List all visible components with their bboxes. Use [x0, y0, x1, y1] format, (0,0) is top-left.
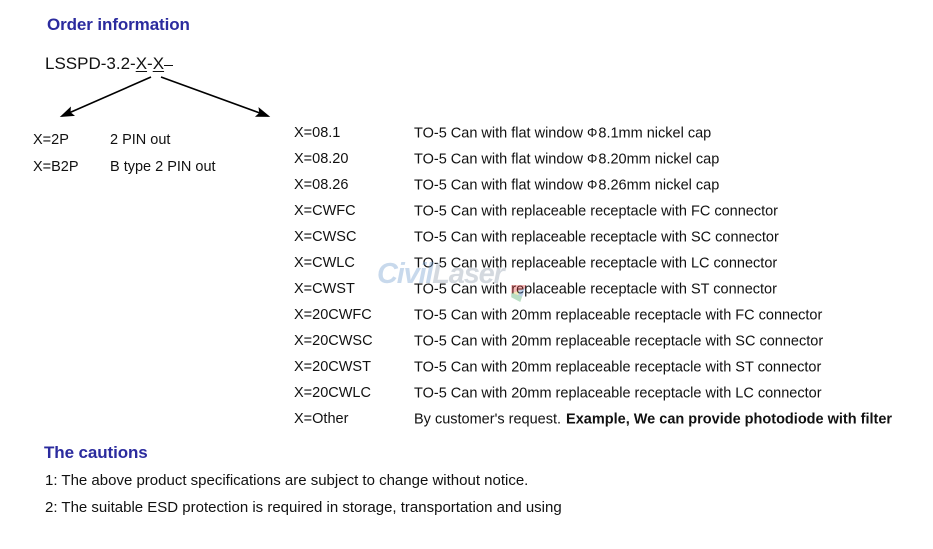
- option-description: TO-5 Can with 20mm replaceable receptacl…: [414, 385, 822, 402]
- option-description: TO-5 Can with 20mm replaceable receptacl…: [414, 333, 824, 350]
- cautions-heading: The cautions: [44, 443, 148, 462]
- diameter-symbol: Φ: [587, 177, 598, 192]
- option-description: TO-5 Can with replaceable receptacle wit…: [414, 281, 777, 298]
- part-number-underline-tail: [164, 65, 174, 66]
- order-information-heading: Order information: [47, 15, 190, 34]
- option-description: TO-5 Can with 20mm replaceable receptacl…: [414, 307, 823, 324]
- option-description: By customer's request. Example, We can p…: [414, 411, 893, 428]
- option-description: B type 2 PIN out: [110, 159, 216, 175]
- option-code: X=20CWST: [294, 359, 371, 375]
- option-description: TO-5 Can with replaceable receptacle wit…: [414, 203, 779, 220]
- part-number-prefix: LSSPD-3.2-: [45, 54, 136, 73]
- arrow-left-branch: [59, 76, 152, 117]
- watermark-text-civil: Civil: [377, 258, 433, 290]
- option-code: X=CWFC: [294, 203, 356, 219]
- caution-line-1: 1: The above product specifications are …: [45, 472, 529, 489]
- option-description: TO-5 Can with flat window Φ8.26mm nickel…: [414, 177, 720, 194]
- option-description: 2 PIN out: [110, 132, 171, 148]
- option-description: TO-5 Can with flat window Φ8.1mm nickel …: [414, 125, 712, 142]
- option-code: X=B2P: [33, 159, 79, 175]
- caution-line-2: 2: The suitable ESD protection is requir…: [45, 499, 562, 516]
- option-code: X=CWSC: [294, 229, 357, 245]
- part-number-label: LSSPD-3.2-X-X: [45, 54, 174, 74]
- diameter-symbol: Φ: [587, 125, 598, 140]
- option-code: X=08.26: [294, 177, 349, 193]
- option-code: X=20CWFC: [294, 307, 372, 323]
- option-code: X=20CWLC: [294, 385, 371, 401]
- option-code: X=08.1: [294, 125, 341, 141]
- option-code: X=CWST: [294, 281, 355, 297]
- option-code: X=Other: [294, 411, 349, 427]
- option-description: TO-5 Can with flat window Φ8.20mm nickel…: [414, 151, 720, 168]
- option-description: TO-5 Can with replaceable receptacle wit…: [414, 229, 779, 246]
- option-description: TO-5 Can with replaceable receptacle wit…: [414, 255, 778, 272]
- arrow-right-branch: [160, 76, 271, 117]
- option-description: TO-5 Can with 20mm replaceable receptacl…: [414, 359, 822, 376]
- diameter-symbol: Φ: [587, 151, 598, 166]
- option-code: X=08.20: [294, 151, 349, 167]
- option-code: X=2P: [33, 132, 69, 148]
- watermark-text-laser: Laser: [432, 258, 505, 290]
- option-code: X=20CWSC: [294, 333, 373, 349]
- part-number-variable-1: X: [135, 54, 148, 73]
- part-number-separator: -: [147, 54, 153, 73]
- option-code: X=CWLC: [294, 255, 355, 271]
- part-number-variable-2: X: [152, 54, 165, 73]
